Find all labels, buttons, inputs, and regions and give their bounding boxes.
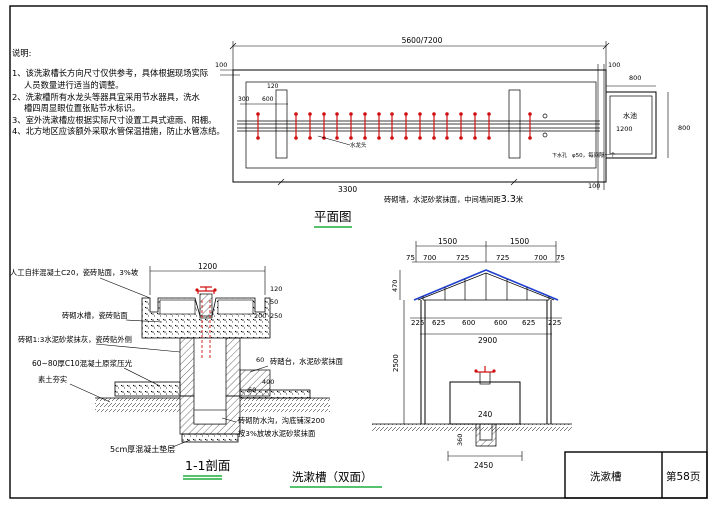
- elev-dim-1500b: 1500: [510, 237, 529, 246]
- plan-dim-800-side: 800: [678, 124, 690, 132]
- plan-dim-total: 5600/7200: [402, 36, 443, 45]
- plan-pool-label: 水池: [623, 111, 637, 120]
- title-block-name: 洗漱槽: [590, 471, 622, 483]
- plan-wall-note: 砖砌墙，水泥砂浆抹面，中间墙间距3.3米: [384, 194, 524, 205]
- section-dim-400: 400: [262, 378, 274, 386]
- plan-dim-100-right: 100: [608, 61, 620, 69]
- elev-top-dim-0: 75: [406, 254, 415, 262]
- plan-dim-3300: 3300: [338, 185, 357, 194]
- section-label-ditch-b: 按3%放坡水泥砂浆抹面: [238, 429, 315, 438]
- plan-hose-label: 水龙头: [350, 141, 367, 149]
- plan-view: 5600/7200 100 100 300 600 120: [215, 36, 690, 228]
- section-label-base: 5cm厚混凝土垫层: [110, 444, 175, 454]
- note-line-2: 2、洗漱槽所有水龙头等器具宜采用节水器具，洗水: [12, 92, 201, 102]
- sheet-border: [9, 5, 708, 499]
- elev-mid-dim-4: 625: [522, 319, 535, 327]
- section-dim-50: 50: [270, 298, 278, 306]
- faucet-row: [256, 112, 532, 140]
- elev-top-dim-1: 700: [423, 254, 436, 262]
- section-dim-1200: 1200: [198, 262, 217, 271]
- plan-drain-label: 下水孔: [552, 152, 567, 159]
- plan-dim-1200: 1200: [616, 125, 633, 133]
- elev-top-dim-3: 725: [496, 254, 509, 262]
- note-line-2b: 槽四周显眼位置张贴节水标识。: [24, 103, 140, 113]
- elev-dim-360: 360: [456, 434, 464, 446]
- note-line-1b: 人员数量进行适当的调整。: [24, 80, 124, 90]
- elev-top-dim-4: 700: [534, 254, 547, 262]
- section-label-soil: 素土夯实: [38, 375, 67, 384]
- plan-title: 平面图: [314, 209, 352, 224]
- note-line-4: 4、北方地区应该额外采取水管保温措施，防止水管冻结。: [12, 126, 225, 136]
- elev-dim-2450: 2450: [474, 461, 493, 470]
- section-label-step: 砖踏台，水泥砂浆抹面: [270, 357, 343, 366]
- note-line-3: 3、室外洗漱槽应根据实际尺寸设置工具式遮雨、阳棚。: [12, 115, 216, 125]
- plan-dim-300: 300: [238, 96, 250, 103]
- plan-dim-600: 600: [262, 96, 274, 103]
- section-title: 1-1剖面: [185, 458, 230, 473]
- plan-drain-size: φ50，每间隔一个: [572, 151, 616, 159]
- title-block-page: 第58页: [666, 470, 700, 483]
- plan-dim-800-top: 800: [629, 74, 641, 82]
- elev-dim-240: 240: [478, 410, 493, 419]
- section-dim-60a: 60: [256, 356, 264, 364]
- section-label-top: 人工自拌混凝土C20，瓷砖贴面，3%坡: [10, 268, 139, 277]
- elev-top-dim-5: 75: [556, 254, 565, 262]
- section-view: 1200 120 50 200 250 60 400 60: [10, 262, 343, 480]
- elev-dim-2900: 2900: [478, 336, 497, 345]
- notes-block: 说明: 1、该洗漱槽长方向尺寸仅供参考，具体根据现场实际 人员数量进行适当的调整…: [12, 48, 225, 136]
- elev-mid-dim-2: 600: [462, 319, 475, 327]
- elev-mid-dim-5: 225: [548, 319, 561, 327]
- elev-dim-470: 470: [391, 280, 399, 292]
- title-block: 洗漱槽 第58页: [564, 451, 708, 499]
- section-label-trough: 砖砌水槽，瓷砖贴面: [62, 311, 128, 320]
- notes-heading: 说明:: [12, 48, 31, 58]
- elevation-title: 洗漱槽（双面）: [292, 470, 373, 484]
- elev-mid-dim-0: 225: [411, 319, 424, 327]
- elev-mid-dim-3: 600: [494, 319, 507, 327]
- plan-dim-100-bottom: 100: [588, 182, 600, 190]
- elev-dim-2500: 2500: [392, 354, 400, 372]
- section-dim-120: 120: [270, 285, 282, 293]
- plan-dim-100-left: 100: [215, 61, 227, 69]
- note-line-1: 1、该洗漱槽长方向尺寸仅供参考，具体根据现场实际: [12, 68, 208, 78]
- section-dim-250: 250: [270, 312, 282, 320]
- elev-top-dim-2: 725: [456, 254, 469, 262]
- section-label-ditch-a: 砖砌防水沟，沟底铺深200: [238, 416, 325, 425]
- elev-dim-1500a: 1500: [438, 237, 457, 246]
- section-label-c10: 60~80厚C10混凝土原浆压光: [32, 358, 133, 368]
- elevation-view: 1500 1500 75 700 725 725 700 75 470 225 …: [290, 237, 572, 488]
- section-label-mortar: 砖砌1:3水泥砂浆抹灰，瓷砖贴外侧: [18, 335, 132, 344]
- elev-mid-dim-1: 625: [432, 319, 445, 327]
- plan-dim-120: 120: [267, 83, 279, 90]
